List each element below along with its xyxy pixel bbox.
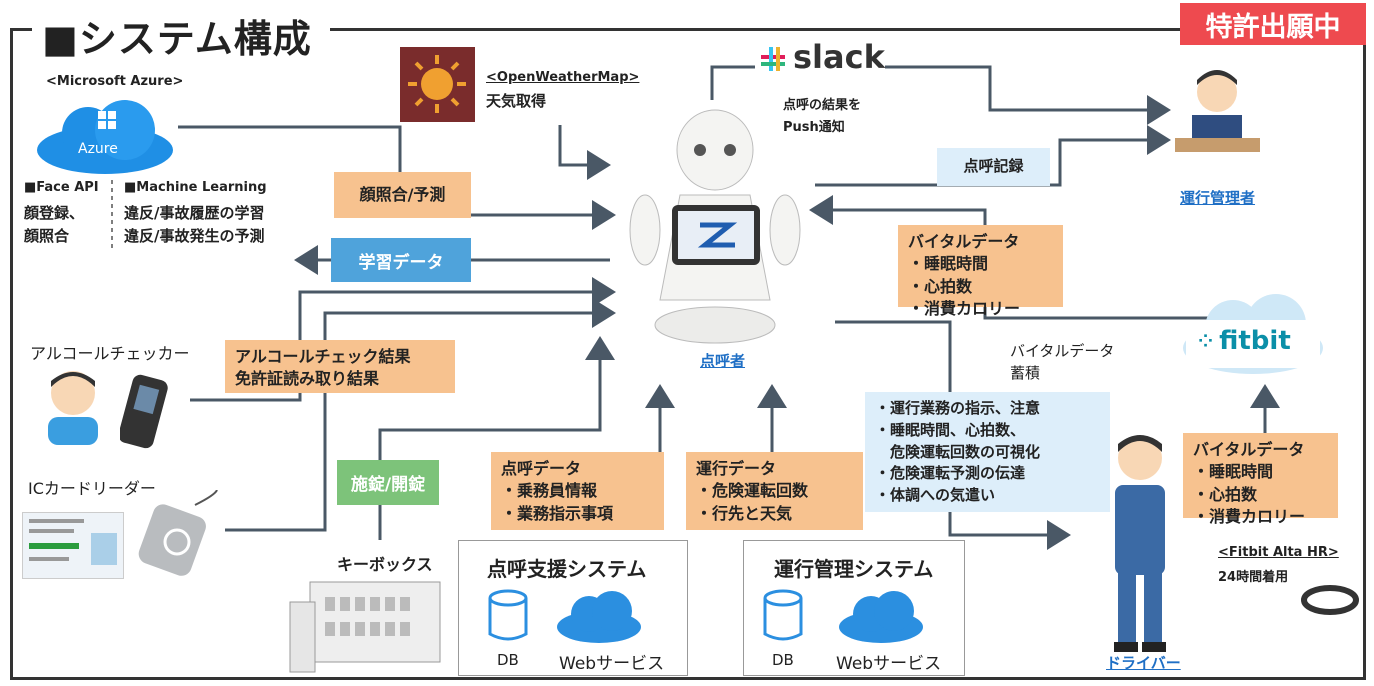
azure-cloud-label: Azure [78,141,118,157]
fitbit-cloud-icon: ⁘ fitbit [1178,288,1328,378]
tenko-db-label: DB [497,651,519,669]
slack-icon [758,44,788,74]
frame-top-left [10,28,32,31]
slack-message-line-1: 点呼の結果を [783,98,862,113]
tenko-web-cloud-icon [554,589,644,644]
tenko-data-item-2: ・業務指示事項 [501,503,614,523]
manager-avatar [1170,60,1265,155]
tenko-system-panel: 点呼支援システム DB Webサービス [458,540,688,676]
tenko-web-label: Webサービス [559,654,665,674]
robot-name[interactable]: 点呼者 [700,352,746,370]
operation-web-label: Webサービス [836,654,942,674]
ml-title: ■Machine Learning [124,180,267,195]
driver-avatar [1100,430,1180,655]
weather-label: 天気取得 [486,92,547,110]
fitbit-logo-text: fitbit [1219,326,1291,356]
instructions-box: ・運行業務の指示、注意 ・睡眠時間、心拍数、 危険運転回数の可視化 ・危険運転予… [865,392,1110,512]
weather-heading: <OpenWeatherMap> [486,70,640,85]
face-api-title: ■Face API [24,180,99,195]
vital-store-line-1: バイタルデータ [1010,342,1115,360]
instruction-4: ・危険運転予測の伝達 [875,464,1026,483]
lock-unlock-box: 施錠/開錠 [337,460,439,505]
page-title: ■システム構成 [42,17,312,61]
alcohol-result-line-2: 免許証読み取り結果 [235,369,380,389]
fitbit-band-icon [1300,580,1360,620]
instruction-2: ・睡眠時間、心拍数、 [875,420,1026,439]
vital-to-robot-item-3: ・消費カロリー [908,299,1021,319]
alcohol-result-line-1: アルコールチェック結果 [235,347,411,366]
face-api-line-1: 顔登録、 [24,204,85,222]
vital-to-robot-item-1: ・睡眠時間 [908,254,989,274]
vital-to-robot-item-2: ・心拍数 [908,276,973,296]
face-api-line-2: 顔照合 [24,227,70,245]
alcohol-checker-device-icon [120,372,170,450]
slack-logo-text: slack [793,38,885,76]
ml-line-2: 違反/事故発生の予測 [124,227,265,245]
frame-left [10,28,13,680]
instruction-3: 危険運転回数の可視化 [875,442,1041,461]
fitbit-logo: ⁘ fitbit [1198,326,1291,356]
key-box-label: キーボックス [337,555,433,574]
azure-heading: <Microsoft Azure> [46,74,184,89]
alcohol-person-icon [38,365,108,445]
learning-data-box: 学習データ [331,238,471,282]
record-box: 点呼記録 [937,148,1050,186]
tenko-data-item-1: ・乗務員情報 [501,481,598,501]
alcohol-result-box: アルコールチェック結果 免許証読み取り結果 [225,340,455,393]
operation-data-box: 運行データ ・危険運転回数 ・行先と天気 [686,452,863,530]
azure-cloud-icon: Azure [30,95,180,175]
fitbit-vital-item-2: ・心拍数 [1193,484,1258,504]
ic-card-reader-label: ICカードリーダー [28,479,156,498]
patent-badge: 特許出願中 [1180,3,1366,45]
fitbit-vital-box: バイタルデータ ・睡眠時間 ・心拍数 ・消費カロリー [1183,433,1338,526]
operation-db-label: DB [772,651,794,669]
tenko-system-name: 点呼支援システム [487,557,647,581]
frame-top [330,28,1180,31]
tenko-data-title: 点呼データ [501,459,582,478]
fitbit-vital-item-3: ・消費カロリー [1193,507,1306,527]
fitbit-vital-item-1: ・睡眠時間 [1193,462,1274,482]
vital-to-robot-title: バイタルデータ [908,232,1020,251]
alcohol-checker-label: アルコールチェッカー [30,344,190,363]
slack-message-line-2: Push通知 [783,120,845,135]
instruction-1: ・運行業務の指示、注意 [875,399,1041,417]
operation-system-panel: 運行管理システム DB Webサービス [743,540,965,676]
fitbit-vital-title: バイタルデータ [1193,440,1305,459]
frame-bottom [10,677,1366,680]
driver-name[interactable]: ドライバー [1106,654,1181,672]
operation-web-cloud-icon [836,589,926,644]
tenko-data-box: 点呼データ ・乗務員情報 ・業務指示事項 [491,452,664,530]
robot-pepper-image [620,100,820,345]
fitbit-device-note: 24時間着用 [1218,570,1289,585]
operation-db-icon [762,589,804,644]
operation-data-item-1: ・危険運転回数 [696,481,809,501]
openweathermap-icon [400,47,475,122]
fitbit-device-heading: <Fitbit Alta HR> [1218,545,1339,560]
key-box-icon [285,572,445,677]
license-card-image [22,512,124,579]
face-match-box: 顔照合/予測 [334,172,471,218]
operation-system-name: 運行管理システム [774,557,934,581]
ml-line-1: 違反/事故履歴の学習 [124,204,265,222]
fitbit-dots-icon: ⁘ [1198,330,1214,352]
ic-card-reader-device-icon [135,490,220,580]
instruction-5: ・体調への気遣い [875,486,996,504]
vital-store-line-2: 蓄積 [1010,364,1041,382]
vital-to-robot-box: バイタルデータ ・睡眠時間 ・心拍数 ・消費カロリー [898,225,1063,318]
operation-data-item-2: ・行先と天気 [696,503,793,523]
manager-name[interactable]: 運行管理者 [1180,189,1256,207]
operation-data-title: 運行データ [696,459,777,478]
frame-right [1363,40,1366,680]
tenko-db-icon [487,589,529,644]
